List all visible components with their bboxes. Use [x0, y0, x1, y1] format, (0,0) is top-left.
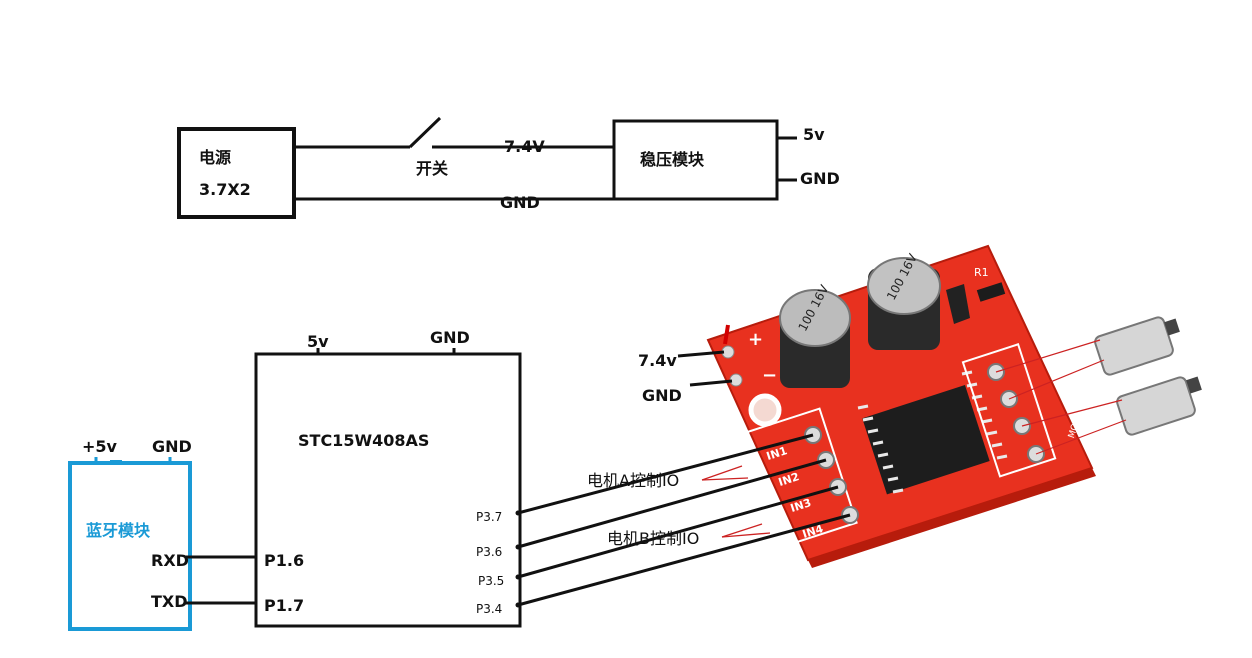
- battery-spec: 3.7X2: [199, 180, 251, 199]
- silk-motor-b: MOTOR-B: [1067, 396, 1090, 439]
- gnd-label: GND: [500, 193, 540, 212]
- wire-p35-in3: [517, 485, 839, 579]
- diode: [946, 284, 970, 324]
- motor-b-io-label: 电机B控制IO: [607, 529, 699, 548]
- bt-rxd: RXD: [151, 551, 189, 570]
- board-edge: [808, 468, 1096, 568]
- wire-driver-7v4: [677, 350, 725, 358]
- capacitor-1: 100 16V: [779, 282, 851, 388]
- silk-plus: +: [748, 329, 763, 350]
- motor-leads: [995, 339, 1127, 455]
- battery-box: [177, 127, 296, 219]
- silk-in3: IN3: [789, 496, 813, 515]
- pin-p37: P3.7: [476, 510, 502, 524]
- switch-lever: [408, 116, 442, 149]
- mcu-section: 5v GND STC15W408AS P1.6 P1.7 P3.7 P3.6 P…: [254, 328, 522, 628]
- input-pads: IN1 IN2 IN3 IN4: [742, 407, 859, 549]
- bt-gnd: GND: [152, 437, 192, 456]
- wire-p37-in1: [517, 433, 814, 515]
- switch-label: 开关: [416, 159, 448, 178]
- mcu-5v: 5v: [307, 332, 329, 351]
- power-section: 电源 3.7X2 开关 7.4V GND 稳压模块 5v GND: [177, 116, 840, 219]
- driver-7v4: 7.4v: [638, 351, 677, 370]
- bluetooth-label: 蓝牙模块: [86, 521, 151, 540]
- pin-p16: P1.6: [264, 551, 304, 570]
- motor-b: [1116, 376, 1202, 436]
- motor-a-io-label: 电机A控制IO: [587, 471, 679, 490]
- driver-gnd: GND: [642, 386, 682, 405]
- pin-p34: P3.4: [476, 602, 502, 616]
- silk-in1: IN1: [765, 444, 789, 463]
- motor-a: [1094, 316, 1180, 376]
- regulator-label: 稳压模块: [640, 150, 705, 169]
- driver-chip: [862, 384, 990, 495]
- silk-in2: IN2: [777, 470, 801, 489]
- wire-driver-gnd: [689, 379, 733, 387]
- regulator-5v: 5v: [803, 125, 825, 144]
- battery-label: 电源: [199, 148, 231, 167]
- silk-motor-a: MOTOR-A: [1051, 335, 1074, 379]
- mcu-name: STC15W408AS: [298, 431, 429, 450]
- mcu-gnd: GND: [430, 328, 470, 347]
- bt-txd: TXD: [151, 592, 188, 611]
- annotation-pointers: [701, 465, 771, 538]
- resistor-r1: [976, 282, 1006, 302]
- bluetooth-box: [68, 461, 192, 631]
- pin-p35: P3.5: [478, 574, 504, 588]
- wire-p36-in2: [517, 458, 827, 549]
- wire-dots: [515, 510, 521, 608]
- bt-vcc: +5v: [82, 437, 118, 456]
- chip-pins: [857, 370, 1008, 494]
- mcu-box: [254, 352, 522, 628]
- mount-hole: [748, 393, 782, 427]
- regulator-box: [612, 119, 779, 201]
- pin-p36: P3.6: [476, 545, 502, 559]
- silk-minus: −: [762, 365, 777, 386]
- voltage-label: 7.4V: [504, 137, 545, 156]
- wire-board-red: [723, 324, 730, 345]
- pin-p17: P1.7: [264, 596, 304, 615]
- silk-r1: R1: [974, 266, 989, 279]
- bluetooth-section: +5v GND 蓝牙模块 RXD TXD: [68, 437, 256, 631]
- control-wires: [517, 433, 851, 607]
- wire-p34-in4: [517, 513, 851, 607]
- regulator-gnd: GND: [800, 169, 840, 188]
- capacitor-2: 100 16V: [867, 251, 941, 350]
